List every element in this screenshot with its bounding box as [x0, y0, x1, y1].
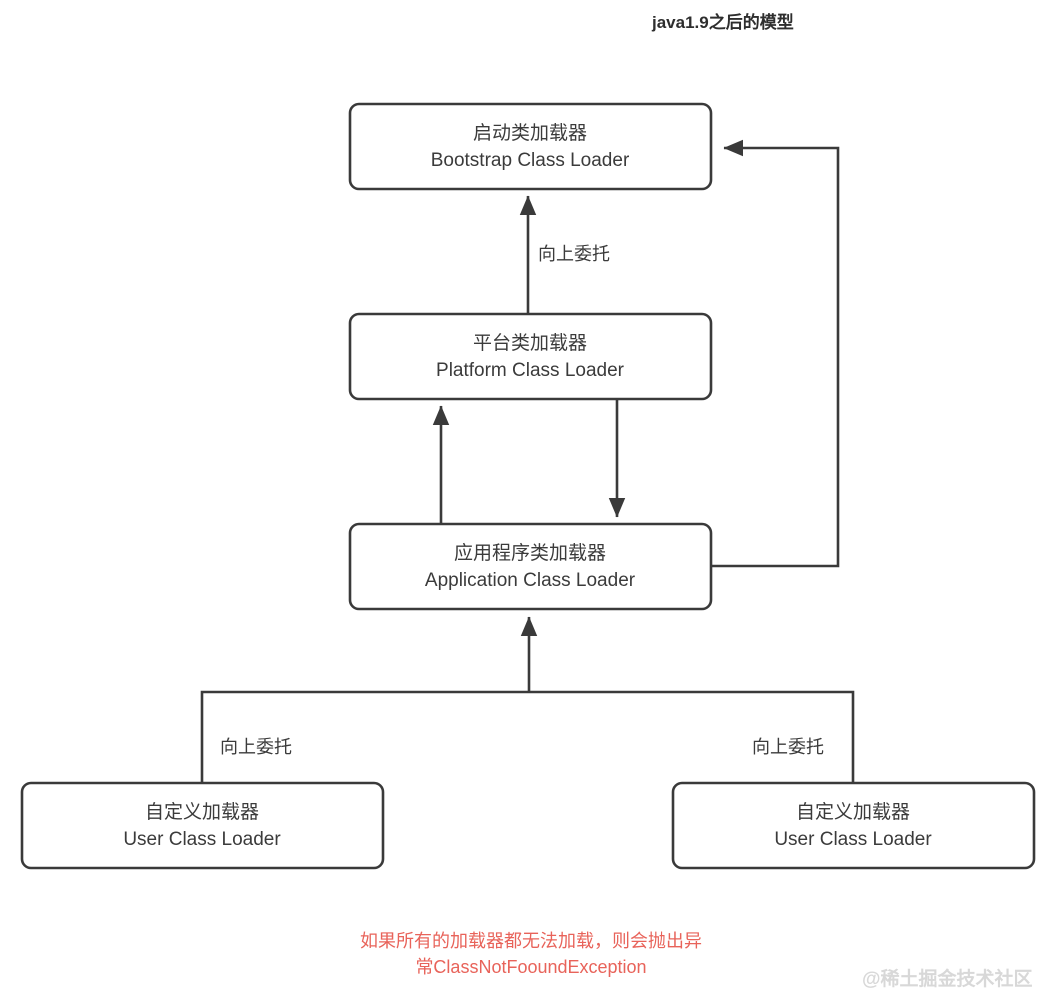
box-platform-label-en: Platform Class Loader [436, 360, 625, 381]
edge-label-user-right-to-application: 向上委托 [752, 737, 824, 757]
box-user-right-label-cn: 自定义加载器 [796, 801, 910, 823]
box-bootstrap-rect [348, 102, 713, 191]
edge-label-platform-to-bootstrap: 向上委托 [538, 244, 610, 264]
box-user-class-loader-right: 自定义加载器 User Class Loader [671, 781, 1036, 870]
box-user-class-loader-left: 自定义加载器 User Class Loader [20, 781, 385, 870]
box-user-right-rect [671, 781, 1036, 870]
box-user-left-label-cn: 自定义加载器 [145, 801, 259, 823]
box-bootstrap-label-en: Bootstrap Class Loader [431, 150, 630, 171]
box-application-class-loader: 应用程序类加载器 Application Class Loader [348, 522, 713, 611]
box-bootstrap-class-loader: 启动类加载器 Bootstrap Class Loader [348, 102, 713, 191]
box-platform-class-loader: 平台类加载器 Platform Class Loader [348, 312, 713, 401]
edge-user-loaders-bracket [200, 690, 855, 783]
box-user-left-rect [20, 781, 385, 870]
box-user-right-label-en: User Class Loader [774, 829, 932, 850]
box-application-label-cn: 应用程序类加载器 [454, 542, 606, 564]
edge-application-to-bootstrap-feedback [711, 139, 840, 568]
box-application-label-en: Application Class Loader [425, 570, 636, 591]
box-application-rect [348, 522, 713, 611]
page-title: java1.9之后的模型 [651, 12, 794, 32]
box-platform-label-cn: 平台类加载器 [473, 332, 587, 354]
box-user-left-label-en: User Class Loader [123, 829, 281, 850]
box-bootstrap-label-cn: 启动类加载器 [473, 122, 587, 144]
box-platform-rect [348, 312, 713, 401]
note-line-1: 如果所有的加载器都无法加载，则会抛出异 [360, 931, 702, 951]
note-line-2: 常ClassNotFooundException [415, 957, 646, 977]
edge-label-user-left-to-application: 向上委托 [220, 737, 292, 757]
watermark: @稀土掘金技术社区 [862, 967, 1033, 990]
